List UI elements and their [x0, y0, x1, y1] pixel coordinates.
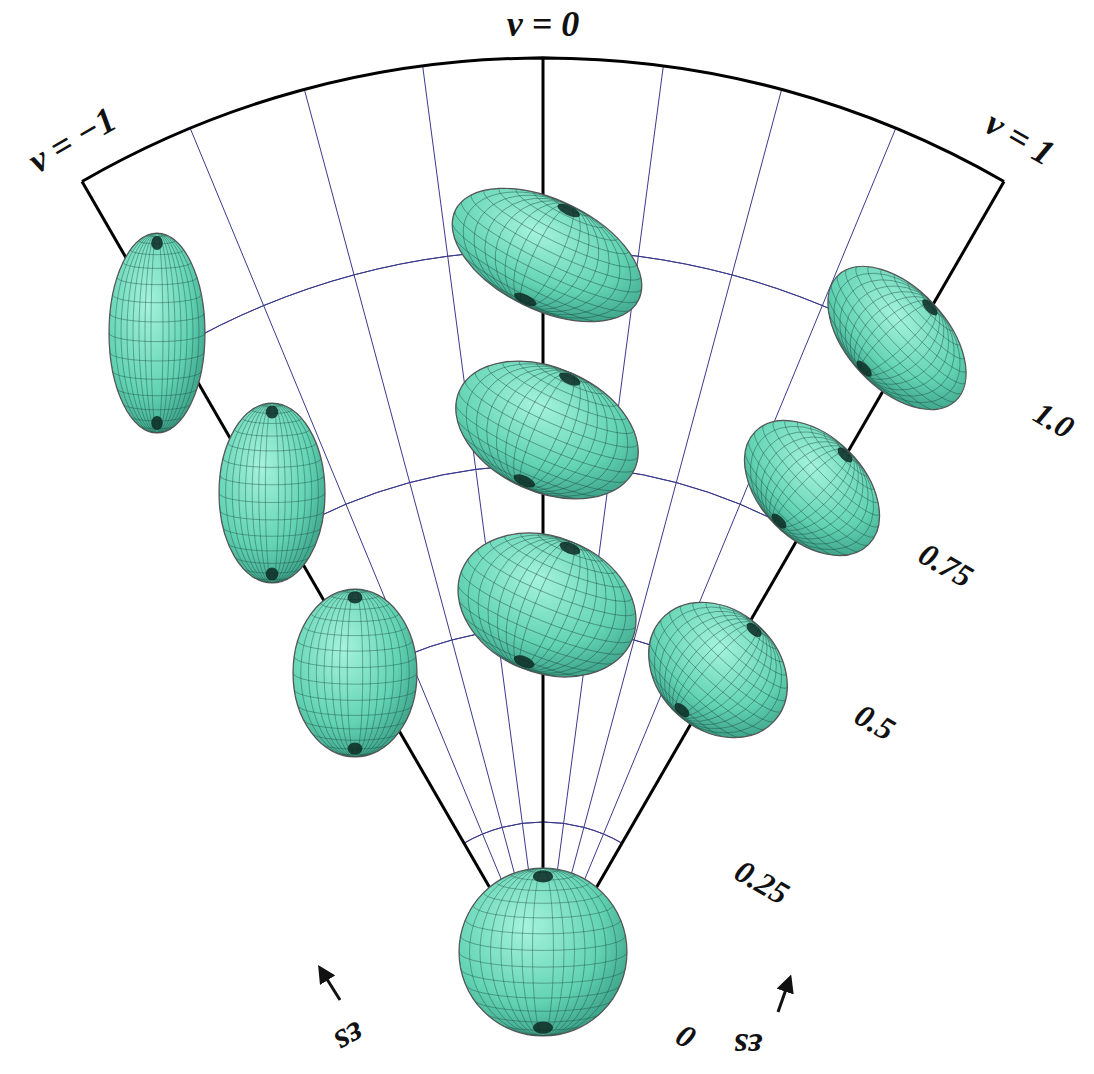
ellipsoid — [109, 233, 205, 433]
tick-label: 0.5 — [850, 698, 901, 746]
ellipsoid — [430, 161, 663, 352]
sector-grid — [82, 58, 1004, 980]
ellipsoid — [293, 589, 417, 758]
tick-label: 0.25 — [730, 854, 794, 910]
ellipsoid — [459, 868, 627, 1037]
ellipsoid — [800, 241, 992, 436]
axis-arrow — [778, 978, 790, 1012]
outer-arc — [82, 58, 1004, 182]
ellipsoid — [436, 507, 658, 704]
tick-label: 1.0 — [1029, 396, 1080, 444]
axis-label: ν = 0 — [507, 6, 580, 42]
ellipsoid — [620, 575, 814, 767]
tick-label: 0.75 — [914, 537, 978, 593]
axis-symbol: εs — [329, 1015, 372, 1061]
tick-label: 0 — [671, 1018, 701, 1054]
ellipsoid — [219, 403, 325, 583]
ellipsoid — [433, 334, 660, 527]
ellipsoid — [717, 395, 905, 583]
axis-label: ν = 1 — [980, 104, 1061, 171]
axis-symbol: εs — [734, 1028, 763, 1064]
axis-arrow — [320, 968, 340, 1000]
ellipsoids — [109, 161, 992, 1037]
